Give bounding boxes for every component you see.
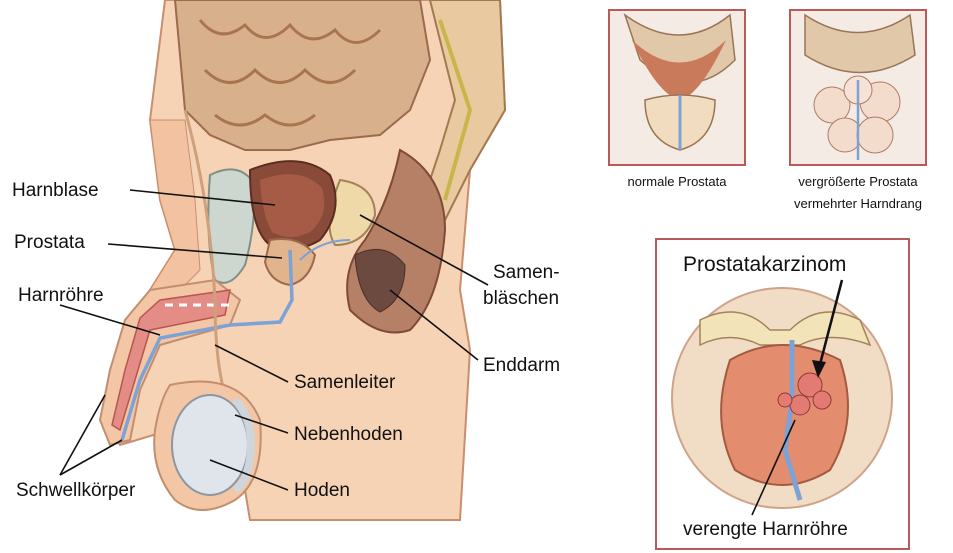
inset-normal-frame	[608, 9, 746, 166]
caption-enlarged-line1: vergrößerte Prostata	[782, 175, 934, 190]
label-harnroehre: Harnröhre	[18, 285, 104, 307]
label-samenblaeschen-1: Samen-	[493, 262, 560, 284]
label-schwellkoerper: Schwellkörper	[16, 480, 135, 502]
carcinoma-title: Prostatakarzinom	[683, 253, 846, 277]
testis	[172, 395, 248, 495]
carcinoma-caption: verengte Harnröhre	[683, 519, 848, 541]
label-prostata: Prostata	[14, 232, 85, 254]
label-hoden: Hoden	[294, 480, 350, 502]
caption-enlarged-line2: vermehrter Harndrang	[782, 197, 934, 212]
inset-carcinoma-frame	[655, 238, 910, 550]
label-samenblaeschen-2: bläschen	[483, 288, 559, 310]
label-nebenhoden: Nebenhoden	[294, 424, 403, 446]
label-harnblase: Harnblase	[12, 180, 99, 202]
caption-normal-prostata: normale Prostata	[608, 175, 746, 190]
label-samenleiter: Samenleiter	[294, 372, 395, 394]
label-enddarm: Enddarm	[483, 355, 560, 377]
inset-enlarged-frame	[789, 9, 927, 166]
